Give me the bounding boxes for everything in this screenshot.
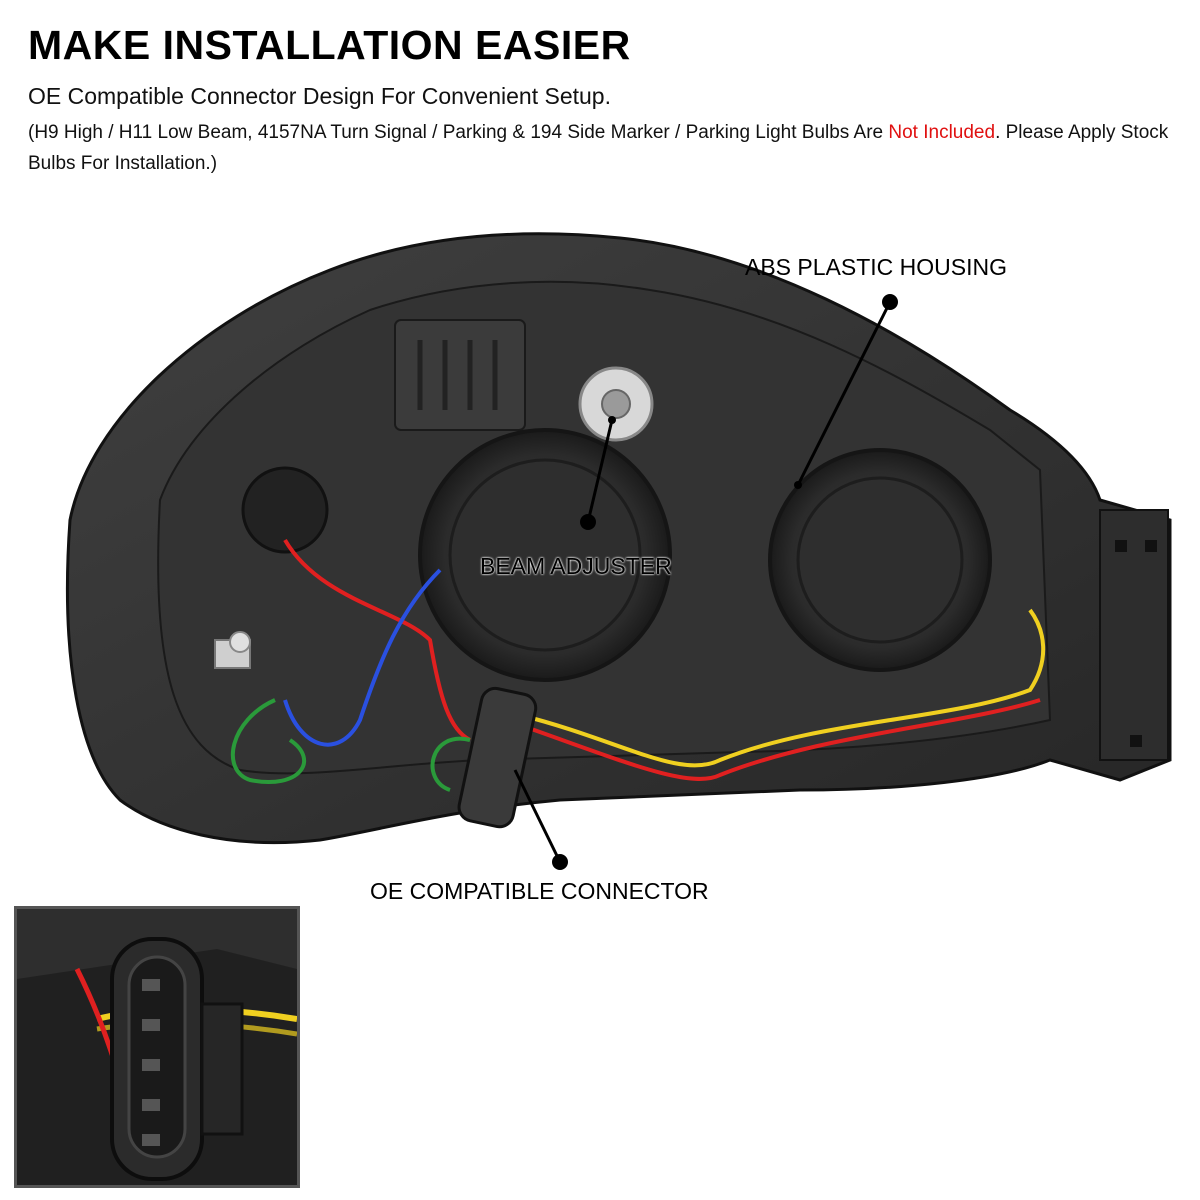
connector-closeup-inset [14,906,300,1188]
adjuster-leader [586,419,614,523]
subtitle: OE Compatible Connector Design For Conve… [28,83,611,109]
bulbs-note-text: (H9 High / H11 Low Beam, 4157NA Turn Sig… [28,122,889,143]
bulbs-note: (H9 High / H11 Low Beam, 4157NA Turn Sig… [28,117,1178,179]
wire-red [283,538,471,742]
side-bracket [1099,509,1169,761]
not-included-highlight: Not Included [888,122,996,143]
turn-signal-socket [241,466,329,554]
wire-green-2 [430,736,471,792]
page-title: MAKE INSTALLATION EASIER [28,22,631,68]
connector-closeup [17,909,297,1185]
wire-blue [283,568,442,747]
housing-label: ABS PLASTIC HOUSING [745,254,1008,280]
vent-block [394,319,526,431]
wire-red-2 [519,698,1041,781]
wire-green [230,698,307,784]
housing-leader [796,301,892,486]
connector-label: OE COMPATIBLE CONNECTOR [370,878,709,904]
beam-adjuster-label: BEAM ADJUSTER [480,553,672,579]
bulbs-note-end: . Please Apply Stock Bulbs For Installat… [28,122,1169,174]
connector-leader [513,769,562,863]
wire-yellow [519,608,1046,768]
oe-connector [457,686,538,829]
